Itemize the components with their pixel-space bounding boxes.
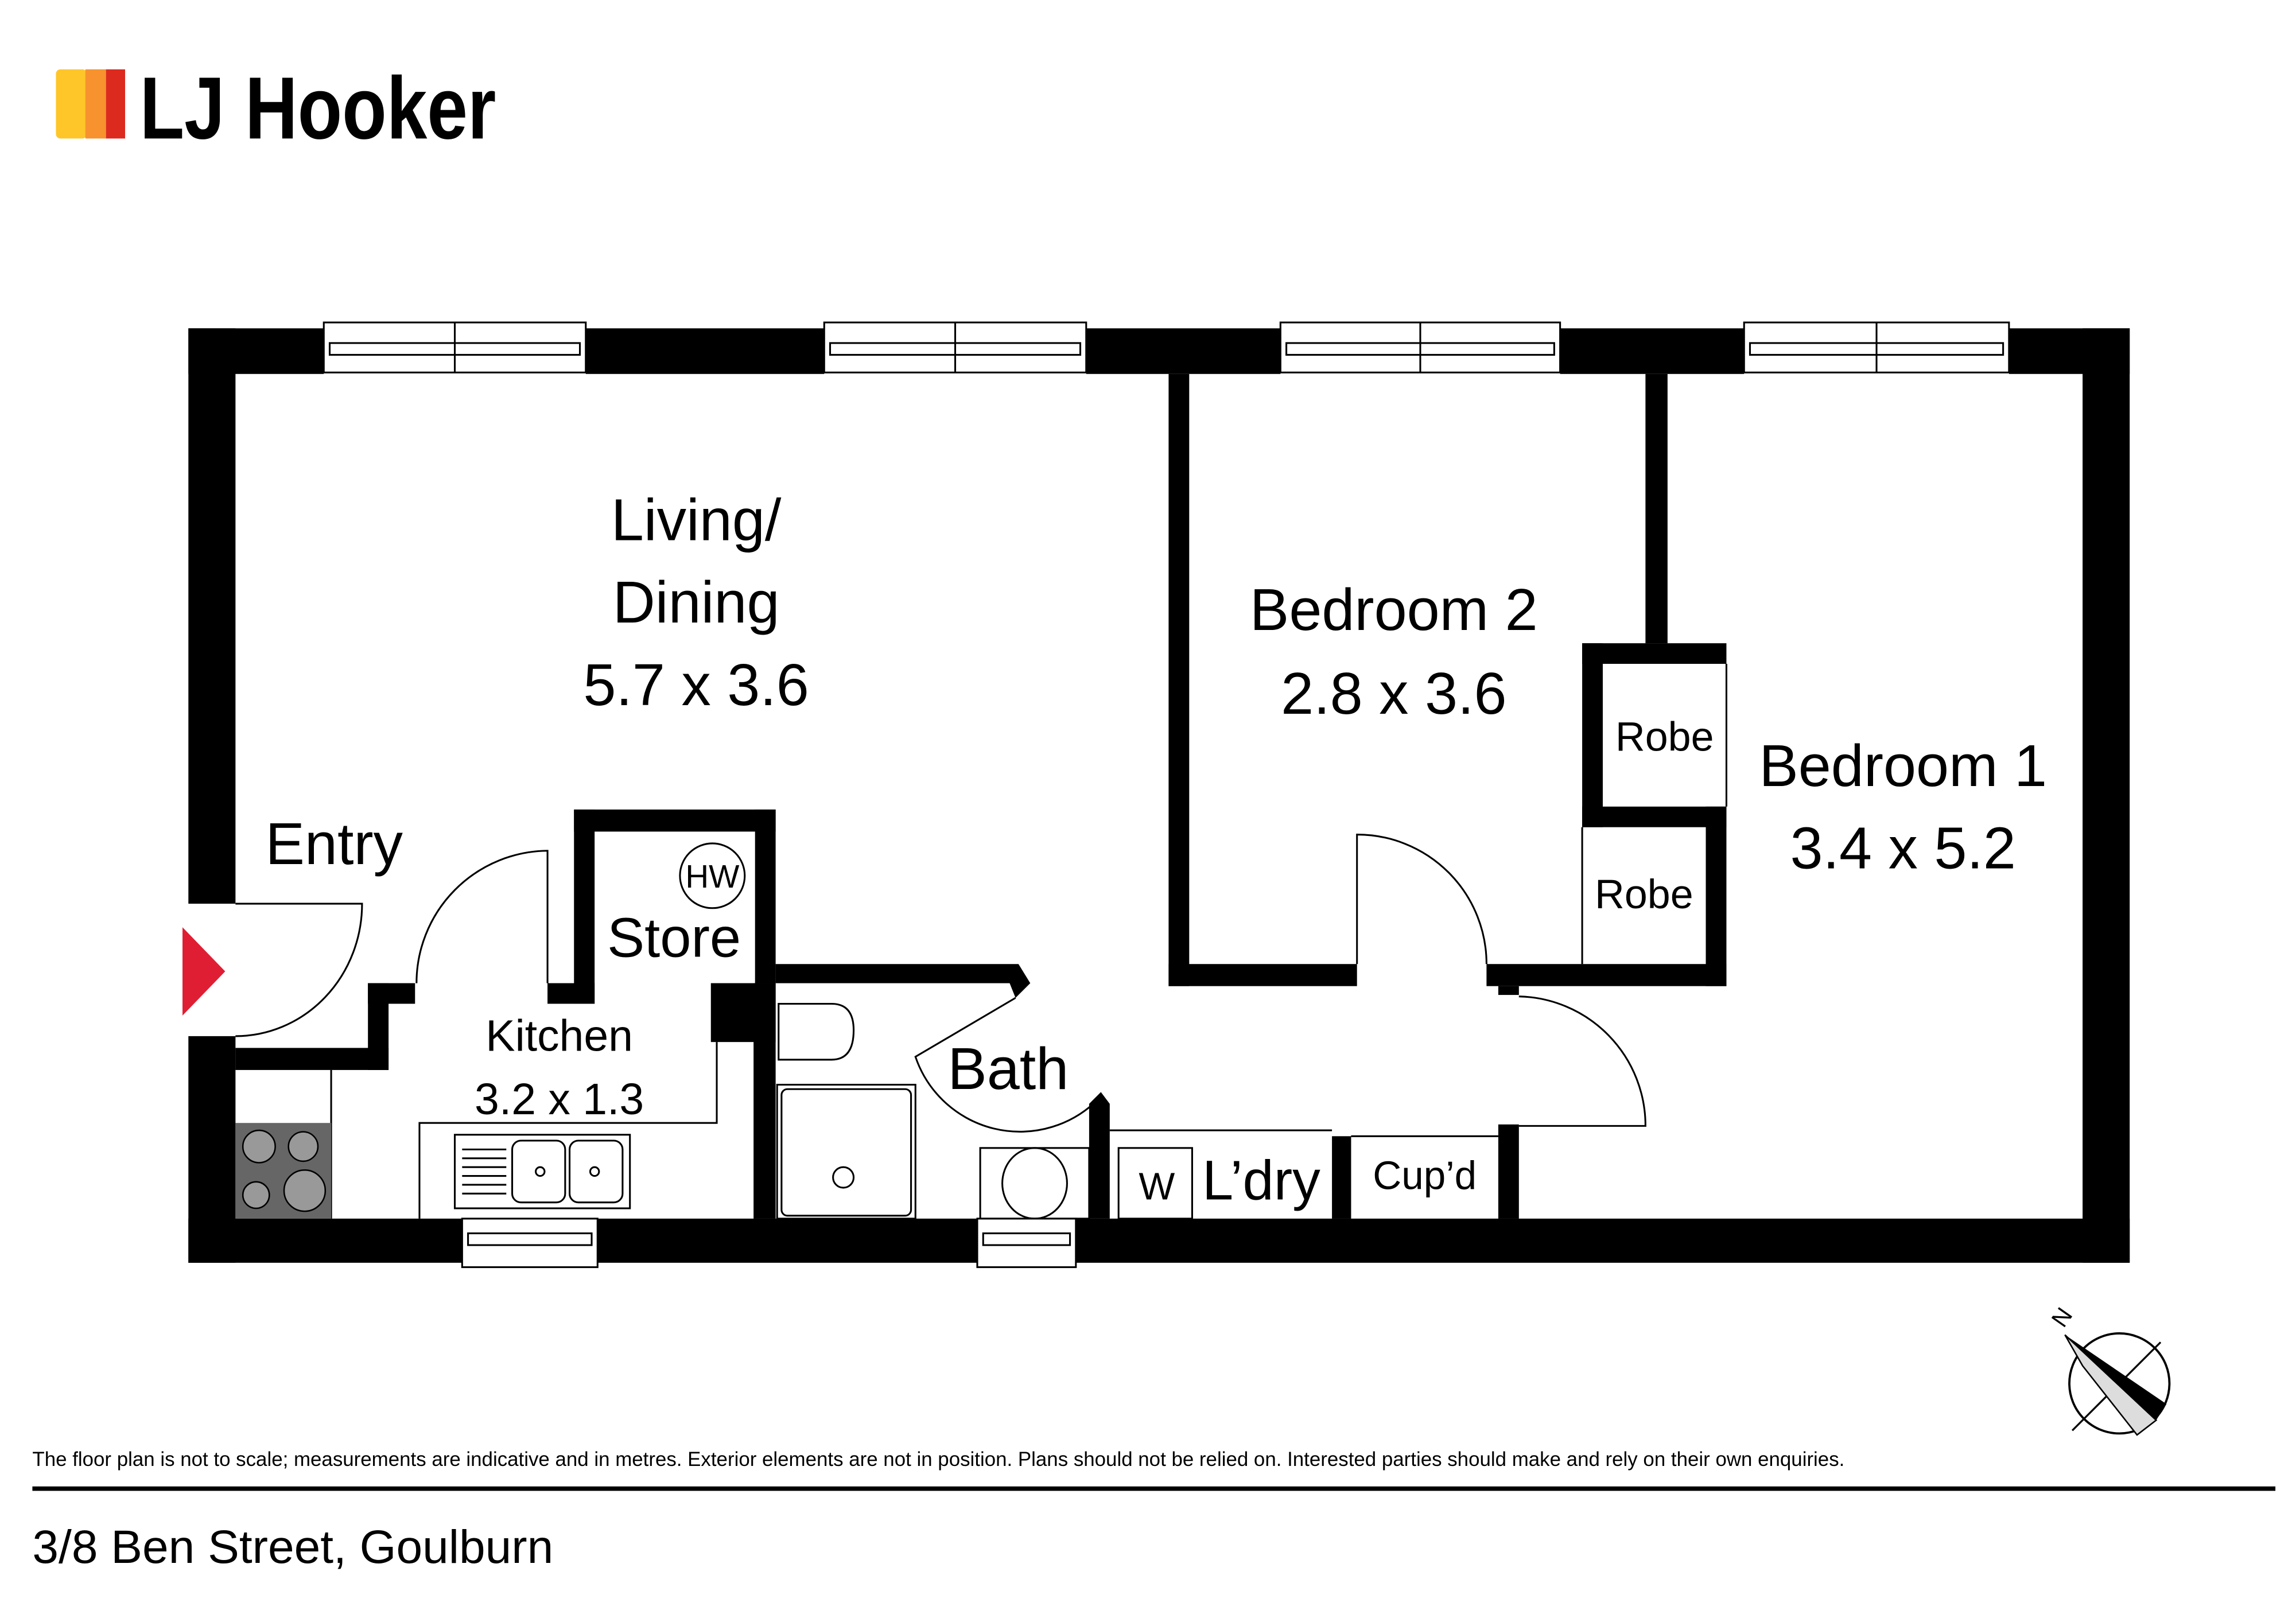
window: [323, 321, 587, 374]
shower: [776, 1084, 916, 1220]
living-label-2: Dining: [613, 569, 780, 635]
hot-water-label: HW: [685, 858, 740, 894]
walls: [188, 328, 2130, 1263]
bedroom2-door: [1356, 833, 1487, 964]
bedroom2-label: Bedroom 2: [1250, 577, 1538, 643]
living-size: 5.7 x 3.6: [583, 652, 809, 718]
toilet: [778, 1002, 855, 1061]
doors: [235, 833, 1646, 1133]
window: [976, 1218, 1077, 1269]
kitchen-sink: [453, 1134, 631, 1209]
cupboard-label: Cup’d: [1373, 1153, 1477, 1198]
logo-text: LJ Hooker: [140, 59, 496, 157]
robe-lower-label: Robe: [1595, 872, 1693, 917]
logo-bar-orange: [85, 69, 106, 139]
window: [461, 1218, 599, 1269]
basin: [979, 1147, 1090, 1220]
entry-arrow-icon: [182, 927, 226, 1016]
room-labels: Living/ Dining 5.7 x 3.6 Bedroom 2 2.8 x…: [265, 487, 2047, 1212]
washer-label: W: [1139, 1166, 1175, 1208]
washer: [1117, 1147, 1193, 1220]
lj-hooker-logo: LJ Hooker: [56, 59, 496, 157]
kitchen-label: Kitchen: [485, 1012, 633, 1061]
compass-north-label: N: [2046, 1302, 2078, 1332]
cooktop: [235, 1123, 332, 1219]
window: [823, 321, 1087, 374]
kitchen-door: [415, 850, 549, 983]
bedroom1-door: [1518, 995, 1646, 1127]
living-label: Living/: [611, 487, 782, 553]
robe-upper-label: Robe: [1615, 714, 1714, 760]
entry-label: Entry: [265, 811, 403, 877]
bath-door: [914, 997, 1097, 1133]
disclaimer: The floor plan is not to scale; measurem…: [32, 1448, 1844, 1471]
entry-door: [235, 903, 363, 1037]
hot-water-unit: [679, 842, 746, 909]
footer-divider: [32, 1486, 2276, 1491]
bedroom1-label: Bedroom 1: [1759, 733, 2047, 799]
bedroom2-size: 2.8 x 3.6: [1281, 660, 1506, 726]
north-compass-icon: N: [2046, 1302, 2171, 1436]
window: [1743, 321, 2010, 374]
logo-bar-yellow: [56, 69, 87, 139]
laundry-label: L’dry: [1202, 1149, 1320, 1212]
bedroom1-size: 3.4 x 5.2: [1790, 815, 2015, 881]
store-label: Store: [607, 906, 741, 968]
logo-bar-red: [106, 69, 126, 139]
window: [1279, 321, 1561, 374]
kitchen-size: 3.2 x 1.3: [475, 1075, 644, 1124]
bath-label: Bath: [947, 1036, 1069, 1102]
windows: [323, 321, 2010, 374]
property-address: 3/8 Ben Street, Goulburn: [32, 1521, 553, 1573]
